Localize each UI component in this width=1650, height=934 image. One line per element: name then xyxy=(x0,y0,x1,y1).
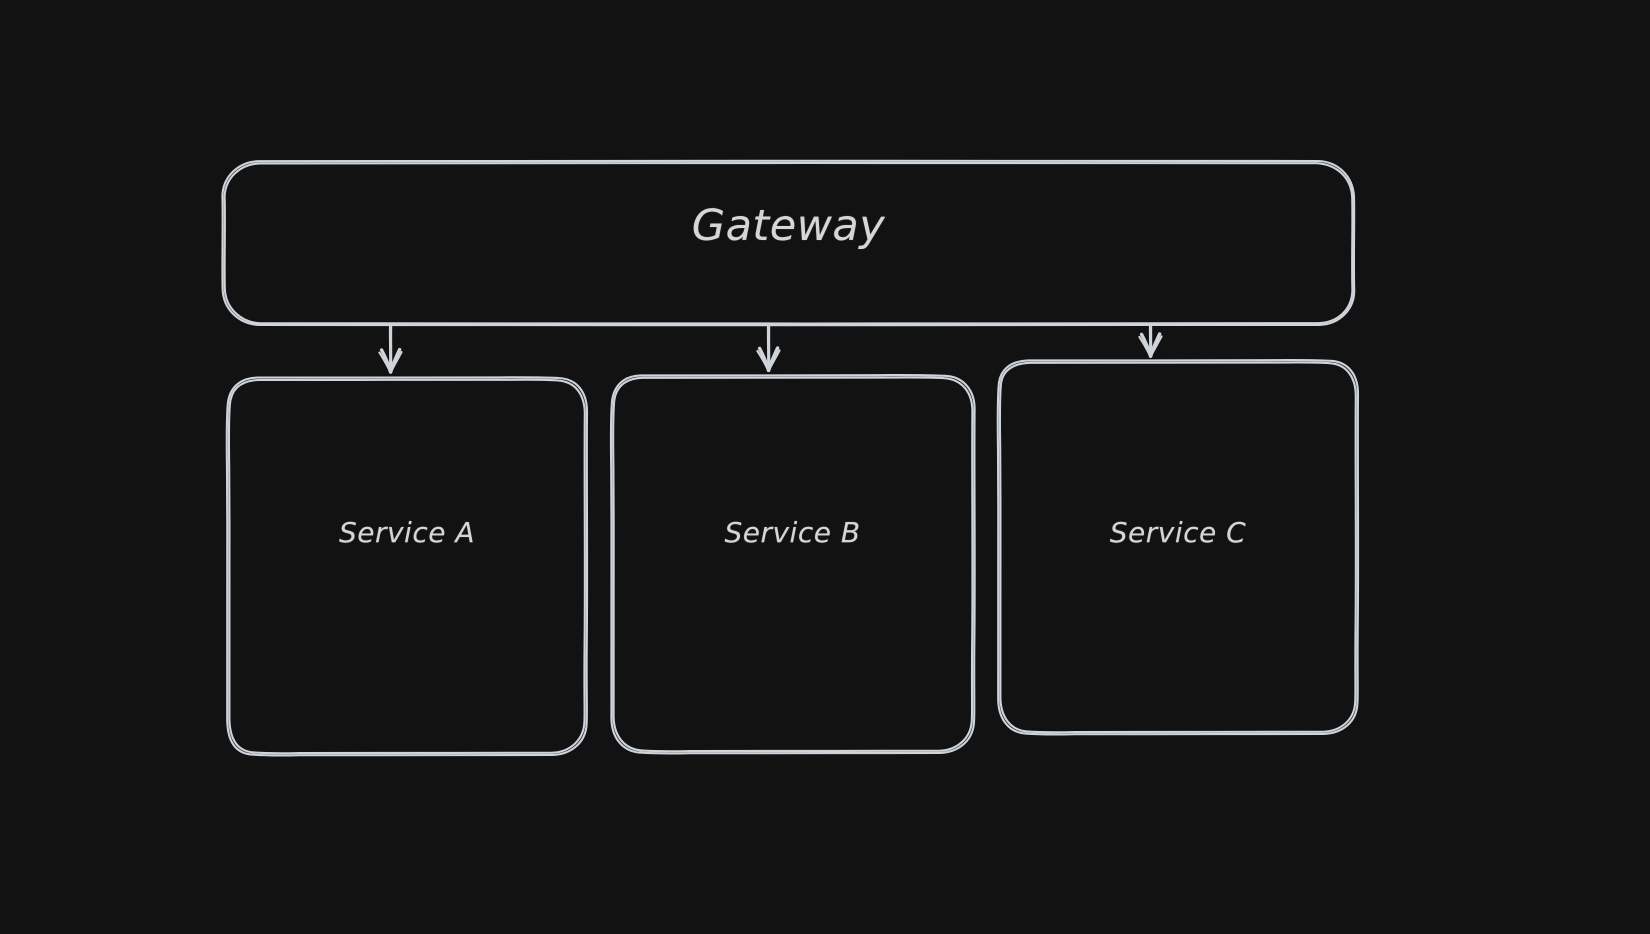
node-service-c-outline[interactable] xyxy=(996,359,1360,736)
node-service-b[interactable] xyxy=(610,375,975,753)
node-service-a[interactable] xyxy=(227,377,587,755)
edge-gateway-service-b[interactable] xyxy=(756,325,781,373)
node-service-a-outline[interactable] xyxy=(225,376,589,757)
node-service-b-outline[interactable] xyxy=(609,374,976,755)
node-gateway[interactable] xyxy=(222,160,1355,325)
edge-gateway-service-c[interactable] xyxy=(1138,325,1163,358)
node-service-c[interactable] xyxy=(998,360,1358,733)
node-gateway-outline[interactable] xyxy=(221,159,1356,327)
edge-gateway-service-a[interactable] xyxy=(378,325,403,374)
